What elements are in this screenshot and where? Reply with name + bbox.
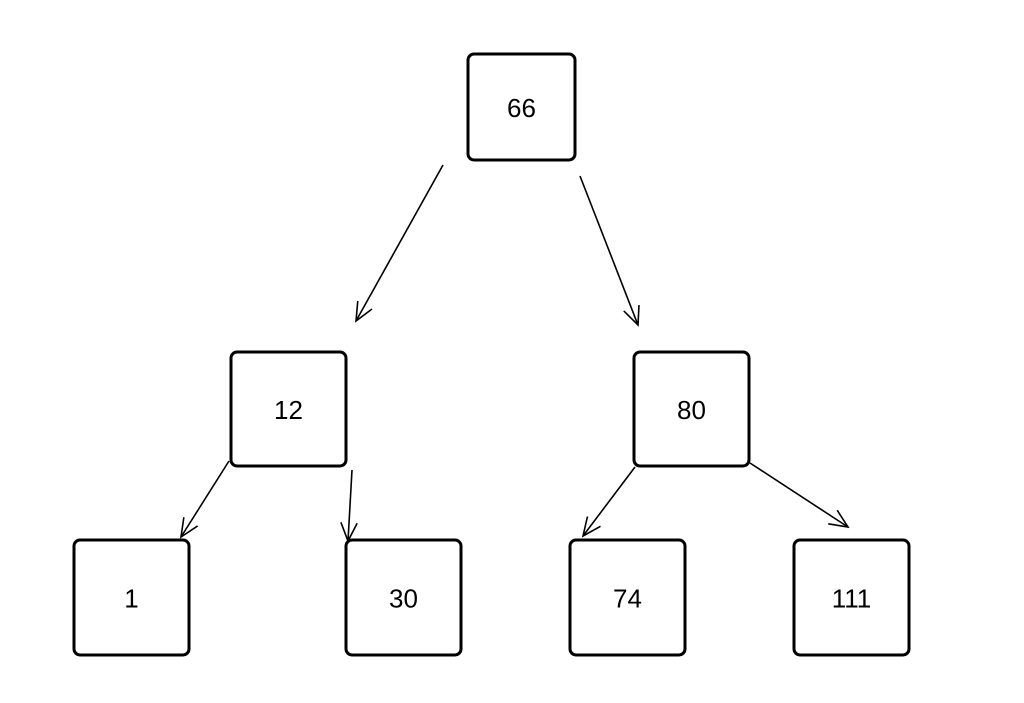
arrowhead-icon	[581, 516, 601, 538]
tree-node-30: 30	[344, 538, 463, 657]
node-box	[466, 52, 577, 162]
tree-node-80: 80	[632, 350, 751, 468]
tree-node-1: 1	[72, 538, 191, 657]
node-box	[72, 538, 191, 657]
tree-node-12: 12	[229, 350, 348, 468]
arrowhead-icon	[828, 509, 850, 529]
node-label: 66	[507, 93, 536, 123]
node-label: 1	[124, 584, 138, 614]
node-box	[344, 538, 463, 657]
edge-line	[582, 466, 636, 537]
arrowhead-icon	[179, 517, 199, 539]
tree-nodes: 66 12 80 1 30 74 111	[72, 52, 911, 657]
tree-node-66: 66	[466, 52, 577, 162]
edge-80-to-74	[581, 466, 636, 538]
tree-node-111: 111	[792, 538, 911, 657]
edge-line	[355, 164, 444, 322]
edge-66-to-12	[355, 164, 444, 323]
node-box	[632, 350, 751, 468]
edge-line	[749, 462, 849, 528]
node-label: 12	[274, 395, 303, 425]
node-label: 111	[832, 584, 872, 614]
edge-line	[347, 469, 353, 542]
edge-12-to-1	[179, 460, 230, 539]
edge-66-to-80	[579, 175, 640, 327]
tree-edges	[179, 164, 850, 543]
node-box	[229, 350, 348, 468]
edge-12-to-30	[340, 469, 358, 543]
edge-line	[180, 460, 230, 538]
node-box	[568, 538, 687, 657]
node-label: 80	[677, 395, 706, 425]
node-box	[792, 538, 911, 657]
node-label: 74	[613, 584, 642, 614]
tree-node-74: 74	[568, 538, 687, 657]
node-label: 30	[389, 584, 418, 614]
arrowhead-icon	[623, 304, 640, 327]
edge-80-to-111	[749, 462, 850, 529]
arrowhead-icon	[355, 301, 373, 323]
edge-line	[579, 175, 639, 326]
